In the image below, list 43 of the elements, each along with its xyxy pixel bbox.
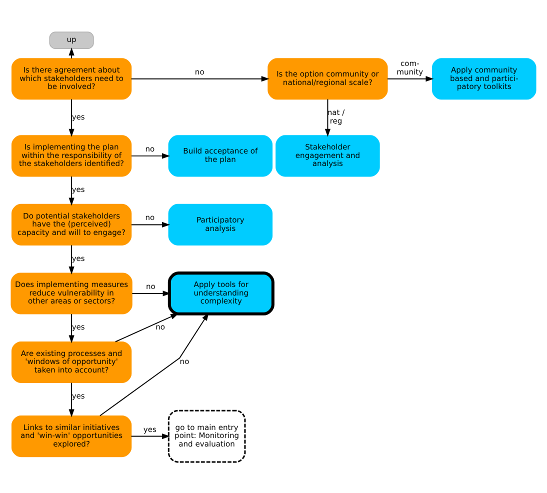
- arrow: [387, 76, 434, 82]
- edge-label: com- munity: [396, 58, 424, 76]
- node-box: Stakeholder engagement and analysis: [276, 134, 380, 176]
- node-box: Apply tools for understanding complexity: [168, 271, 274, 315]
- arrow: [99, 312, 209, 416]
- node-box: Do potential stakeholders have the (perceived) capacity and will to engage?: [11, 203, 132, 245]
- arrow: [68, 98, 74, 136]
- arrow: [68, 46, 74, 58]
- node-box: up: [49, 31, 94, 49]
- edge-label: yes: [72, 184, 85, 194]
- edge-label: yes: [72, 253, 85, 262]
- node-box: Are existing processes and 'windows of opportunity' taken into account?: [11, 340, 132, 383]
- edge-label: no: [180, 356, 190, 366]
- arrow: [130, 432, 170, 439]
- edge-label: nat / reg: [327, 108, 345, 125]
- node-box: Build acceptance of the plan: [168, 134, 273, 176]
- arrow: [68, 244, 74, 274]
- edge-label: yes: [72, 112, 85, 121]
- arrow: [132, 290, 171, 296]
- arrow: [68, 176, 74, 206]
- node-box: Is implementing the plan within the responsibility of the stakeholders identified?: [11, 134, 132, 176]
- arrow: [68, 382, 74, 417]
- node-box: Participatory analysis: [168, 203, 273, 245]
- edge-label: yes: [72, 391, 85, 400]
- edge-label: no: [156, 322, 166, 332]
- edge-label: no: [146, 281, 156, 290]
- arrow: [130, 152, 170, 158]
- node-box: Links to similar initiatives and 'win-win' opportunities explored?: [11, 415, 132, 457]
- node-box: Is there agreement about which stakeholders need to be involved?: [11, 58, 132, 100]
- arrow: [130, 221, 170, 228]
- edge-label: no: [194, 66, 204, 76]
- edge-label: yes: [72, 322, 85, 332]
- edge-label: no: [145, 212, 155, 222]
- edge-label: yes: [143, 424, 156, 434]
- edge-label: no: [145, 144, 155, 153]
- node-box: go to main entry point: Monitoring and evaluation: [168, 409, 246, 462]
- node-box: Does implementing measures reduce vulnerability in other areas or sectors?: [10, 272, 132, 314]
- arrow: [68, 313, 74, 343]
- arrow: [114, 312, 179, 342]
- arrow: [130, 76, 270, 82]
- node-box: Is the option community or national/regional scale?: [268, 58, 388, 100]
- arrow: [324, 98, 331, 136]
- node-box: Apply community based and partici- patory toolkits: [432, 58, 536, 100]
